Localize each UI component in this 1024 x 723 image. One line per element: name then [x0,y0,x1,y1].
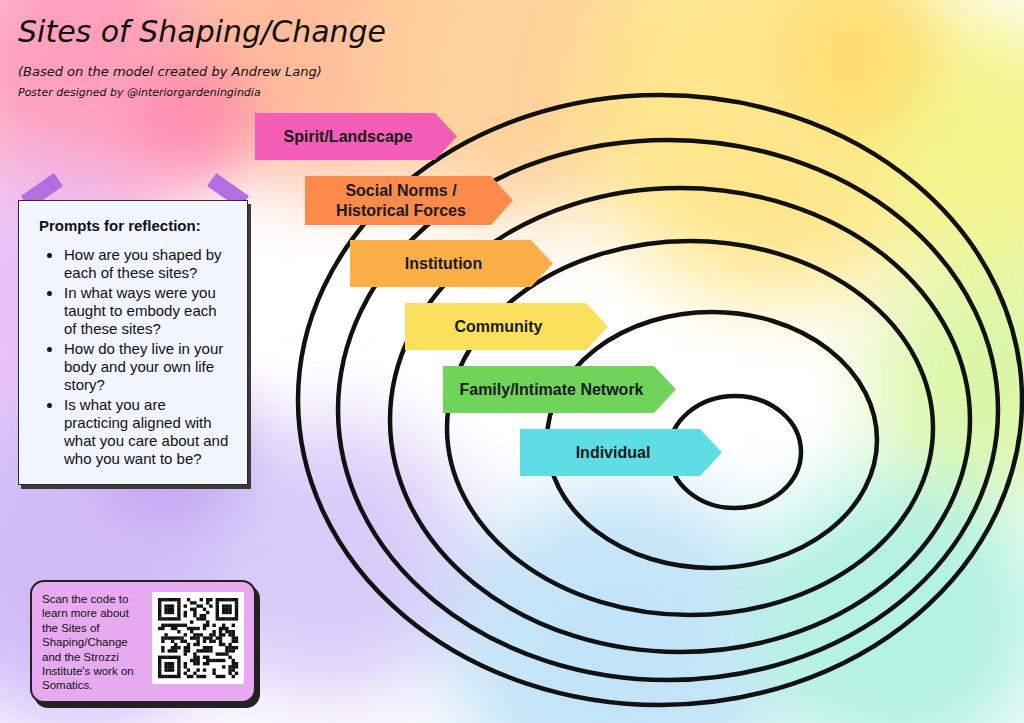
arrow-tag: Individual [520,429,722,476]
bullet-dot [47,253,52,258]
bullet-dot [47,291,52,296]
concentric-rings [298,95,1022,705]
poster-title: Sites of Shaping/Change [18,14,386,49]
qr-card: Scan the code to learn more about the Si… [30,580,256,703]
designer-credit: Poster designed by @interiorgardeningind… [18,86,261,99]
subtitle-credit: (Based on the model created by Andrew La… [18,64,322,79]
tag-label: Spirit/Landscape [284,127,413,146]
tag-label: Social Norms / Historical Forces [321,181,481,219]
tag-label: Institution [405,254,482,273]
qr-caption: Scan the code to learn more about the Si… [42,592,134,693]
arrow-tag: Community [405,303,608,350]
tag-label: Community [455,317,543,336]
qr-code [152,592,244,684]
prompt-item: In what ways were you taught to embody e… [39,284,233,338]
tag-label: Individual [576,443,651,462]
prompt-text: How are you shaped by each of these site… [64,246,222,281]
bullet-dot [47,403,52,408]
arrow-tag: Family/Intimate Network [443,366,676,413]
arrow-tag: Social Norms / Historical Forces [305,176,513,225]
bullet-dot [47,347,52,352]
prompt-card: Prompts for reflection: How are you shape… [18,200,248,485]
prompt-item: How do they live in your body and your o… [39,340,233,394]
prompt-heading: Prompts for reflection: [39,217,233,234]
prompt-text: Is what you are practicing aligned with … [64,396,228,467]
prompt-item: How are you shaped by each of these site… [39,246,233,282]
prompt-item: Is what you are practicing aligned with … [39,396,233,468]
arrow-tag: Institution [350,240,553,287]
prompt-text: How do they live in your body and your o… [64,340,223,393]
tag-label: Family/Intimate Network [459,380,643,399]
prompt-text: In what ways were you taught to embody e… [64,284,217,337]
arrow-tag: Spirit/Landscape [255,113,457,160]
